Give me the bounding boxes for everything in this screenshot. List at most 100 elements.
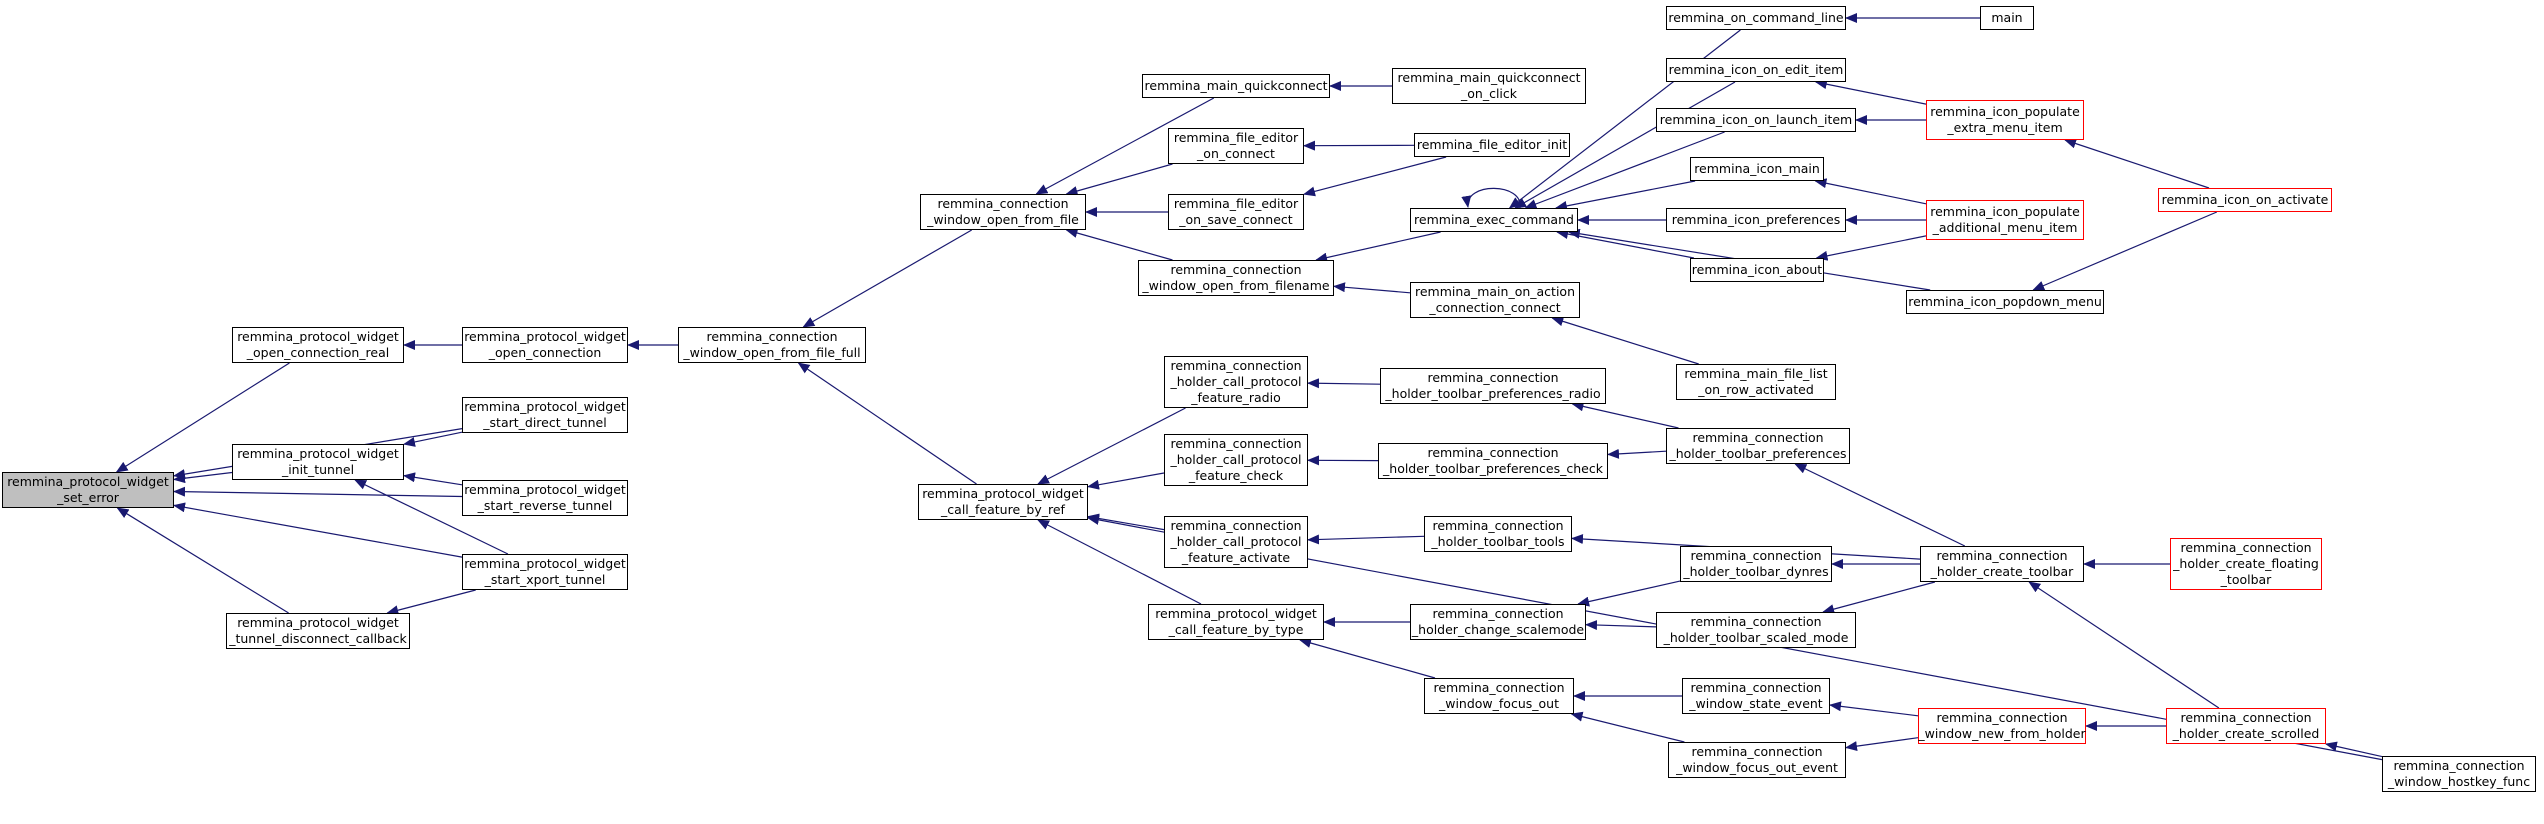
node-label-line: remmina_icon_preferences [1671, 212, 1841, 227]
node-label-line: remmina_exec_command [1414, 212, 1574, 227]
node-main[interactable]: main [1980, 6, 2034, 30]
node-label-line: remmina_connection [1690, 614, 1822, 629]
node-tb-pref-check[interactable]: remmina_connection_holder_toolbar_prefer… [1378, 443, 1608, 479]
node-tb-prefs[interactable]: remmina_connection_holder_toolbar_prefer… [1666, 428, 1850, 464]
node-action-connect[interactable]: remmina_main_on_action_connection_connec… [1410, 282, 1580, 318]
node-start-xport[interactable]: remmina_protocol_widget_start_xport_tunn… [462, 554, 628, 590]
node-root: remmina_protocol_widget_set_error [2, 472, 174, 508]
node-label-line: _feature_check [1188, 468, 1284, 483]
node-popdown[interactable]: remmina_icon_popdown_menu [1906, 290, 2104, 314]
edge-create-toolbar-to-tb-prefs [1794, 463, 1966, 547]
node-label-line: remmina_main_file_list [1684, 366, 1828, 381]
node-call-by-type[interactable]: remmina_protocol_widget_call_feature_by_… [1148, 604, 1324, 640]
node-change-scale[interactable]: remmina_connection_holder_change_scalemo… [1410, 604, 1586, 640]
node-label-line: _window_focus_out [1438, 696, 1559, 711]
node-label-line: remmina_protocol_widget [922, 486, 1084, 501]
node-icon-activate[interactable]: remmina_icon_on_activate [2158, 188, 2332, 212]
node-main-quick[interactable]: remmina_main_quickconnect [1142, 74, 1330, 98]
node-start-reverse[interactable]: remmina_protocol_widget_start_reverse_tu… [462, 480, 628, 516]
node-tb-tools[interactable]: remmina_connection_holder_toolbar_tools [1424, 516, 1572, 552]
node-label-line: _on_save_connect [1179, 212, 1293, 227]
edge-hc-activate-to-call-by-ref [1087, 513, 1165, 531]
node-label-line: _window_new_from_holder [1918, 726, 2086, 741]
edge-exec-cmd-to-exec-cmd [1461, 187, 1521, 209]
edge-start-reverse-to-root [173, 486, 463, 498]
node-start-direct[interactable]: remmina_protocol_widget_start_direct_tun… [462, 397, 628, 433]
node-open-filename[interactable]: remmina_connection_window_open_from_file… [1138, 260, 1334, 296]
node-label-line: remmina_connection [706, 329, 838, 344]
node-label-line: _holder_toolbar_dynres [1683, 564, 1829, 579]
node-populate-extra[interactable]: remmina_icon_populate_extra_menu_item [1926, 100, 2084, 140]
node-focus-out[interactable]: remmina_connection_window_focus_out [1424, 678, 1574, 714]
edge-icon-main-to-exec-cmd [1554, 180, 1696, 211]
node-scrolled[interactable]: remmina_connection_holder_create_scrolle… [2166, 708, 2326, 744]
node-fe-init[interactable]: remmina_file_editor_init [1414, 133, 1570, 157]
node-file-list[interactable]: remmina_main_file_list_on_row_activated [1676, 364, 1836, 400]
edge-tb-tools-to-hc-activate [1307, 534, 1425, 545]
edge-icon-about-to-exec-cmd [1556, 229, 1695, 259]
node-open-file[interactable]: remmina_connection_window_open_from_file [920, 194, 1086, 230]
edge-create-toolbar-to-tb-scaled [1822, 581, 1936, 614]
node-call-by-ref[interactable]: remmina_protocol_widget_call_feature_by_… [918, 484, 1088, 520]
node-label-line: remmina_on_command_line [1668, 10, 1844, 25]
node-tunnel-disc[interactable]: remmina_protocol_widget_tunnel_disconnec… [226, 613, 410, 649]
node-create-toolbar[interactable]: remmina_connection_holder_create_toolbar [1920, 546, 2084, 582]
node-label-line: remmina_connection [1432, 518, 1564, 533]
node-quick-click[interactable]: remmina_main_quickconnect_on_click [1392, 68, 1586, 104]
edge-focus-out-to-call-by-type [1299, 638, 1436, 679]
node-init-tunnel[interactable]: remmina_protocol_widget_init_tunnel [232, 444, 404, 480]
edge-tb-scaled-to-change-scale [1585, 620, 1657, 631]
node-open-full[interactable]: remmina_connection_window_open_from_file… [678, 327, 866, 363]
edge-start-xport-to-root [173, 502, 463, 558]
node-label-line: _holder_call_protocol [1170, 452, 1302, 467]
node-label-line: _open_connection [488, 345, 602, 360]
node-label-line: remmina_icon_on_activate [2161, 192, 2329, 207]
edge-tb-pref-radio-to-hc-radio [1307, 378, 1381, 389]
node-label-line: remmina_connection [2180, 710, 2312, 725]
node-label-line: _holder_create_floating [2173, 556, 2319, 571]
node-label-line: remmina_file_editor [1173, 196, 1299, 211]
node-label-line: _start_direct_tunnel [483, 415, 607, 430]
node-hc-radio[interactable]: remmina_connection_holder_call_protocol_… [1164, 356, 1308, 408]
node-label-line: _holder_toolbar_preferences_radio [1385, 386, 1601, 401]
node-label-line: remmina_connection [1427, 445, 1559, 460]
node-floating[interactable]: remmina_connection_holder_create_floatin… [2170, 538, 2322, 590]
node-fe-on-connect[interactable]: remmina_file_editor_on_connect [1168, 128, 1304, 164]
edge-icon-activate-to-popdown [2032, 211, 2218, 291]
node-hc-check[interactable]: remmina_connection_holder_call_protocol_… [1164, 434, 1308, 486]
node-label-line: remmina_icon_populate [1930, 104, 2080, 119]
node-focus-out-event[interactable]: remmina_connection_window_focus_out_even… [1668, 742, 1846, 778]
node-label-line: remmina_connection [1690, 680, 1822, 695]
node-tb-scaled[interactable]: remmina_connection_holder_toolbar_scaled… [1656, 612, 1856, 648]
node-label-line: remmina_protocol_widget [464, 329, 626, 344]
node-hc-activate[interactable]: remmina_connection_holder_call_protocol_… [1164, 516, 1308, 568]
node-new-from-holder[interactable]: remmina_connection_window_new_from_holde… [1918, 708, 2086, 744]
node-label-line: remmina_main_quickconnect [1397, 70, 1581, 85]
node-on-cmdline[interactable]: remmina_on_command_line [1666, 6, 1846, 30]
node-tb-pref-radio[interactable]: remmina_connection_holder_toolbar_prefer… [1380, 368, 1606, 404]
node-state-event[interactable]: remmina_connection_window_state_event [1682, 678, 1830, 714]
node-tb-dynres[interactable]: remmina_connection_holder_toolbar_dynres [1680, 546, 1832, 582]
node-exec-cmd[interactable]: remmina_exec_command [1410, 208, 1578, 232]
node-populate-add[interactable]: remmina_icon_populate_additional_menu_it… [1926, 200, 2084, 240]
node-label-line: _holder_toolbar_preferences [1669, 446, 1847, 461]
node-label-line: remmina_connection [2393, 758, 2525, 773]
node-open-conn[interactable]: remmina_protocol_widget_open_connection [462, 327, 628, 363]
node-icon-main[interactable]: remmina_icon_main [1690, 157, 1824, 181]
node-fe-on-save[interactable]: remmina_file_editor_on_save_connect [1168, 194, 1304, 230]
node-icon-prefs[interactable]: remmina_icon_preferences [1666, 208, 1846, 232]
node-label-line: _holder_toolbar_preferences_check [1383, 461, 1603, 476]
node-label-line: _start_reverse_tunnel [477, 498, 613, 513]
node-label-line: remmina_connection [937, 196, 1069, 211]
node-label-line: remmina_connection [1936, 548, 2068, 563]
node-icon-edit[interactable]: remmina_icon_on_edit_item [1666, 58, 1846, 82]
node-label-line: remmina_icon_about [1691, 262, 1823, 277]
node-icon-launch[interactable]: remmina_icon_on_launch_item [1656, 108, 1856, 132]
node-label-line: _holder_create_toolbar [1930, 564, 2074, 579]
node-icon-about[interactable]: remmina_icon_about [1690, 258, 1824, 282]
edge-populate-extra-to-icon-edit [1814, 79, 1927, 105]
node-open-conn-real[interactable]: remmina_protocol_widget_open_connection_… [232, 327, 404, 363]
node-hostkey[interactable]: remmina_connection_window_hostkey_func [2382, 756, 2536, 792]
edge-call-by-type-to-call-by-ref [1037, 519, 1202, 605]
